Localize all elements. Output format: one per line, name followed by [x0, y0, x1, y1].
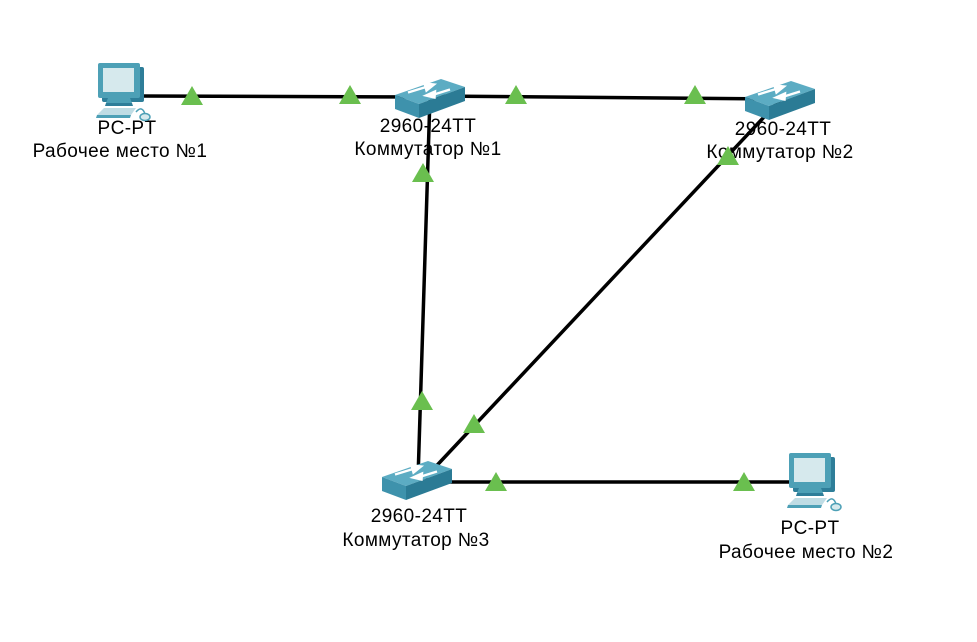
switch3-icon[interactable]: [380, 458, 454, 502]
switch2-name-label[interactable]: Коммутатор №2: [706, 142, 854, 163]
switch3-model-label: 2960-24TT: [370, 506, 468, 527]
pc2-name-label[interactable]: Рабочее место №2: [718, 542, 894, 563]
switch3-name-label[interactable]: Коммутатор №3: [342, 530, 490, 551]
pc1-name-label[interactable]: Рабочее место №1: [32, 141, 208, 162]
switch1-icon[interactable]: [393, 76, 467, 120]
pc1-model-label: PC-PT: [97, 118, 157, 139]
link-switch1-switch3[interactable]: [416, 94, 432, 481]
switch2-icon[interactable]: [743, 78, 817, 122]
link-pc1-switch1[interactable]: [136, 94, 432, 99]
pc2-icon[interactable]: [783, 452, 847, 514]
pc2-model-label: PC-PT: [780, 518, 840, 539]
link-switch1-switch2[interactable]: [428, 94, 782, 101]
pc1-icon[interactable]: [92, 62, 156, 124]
